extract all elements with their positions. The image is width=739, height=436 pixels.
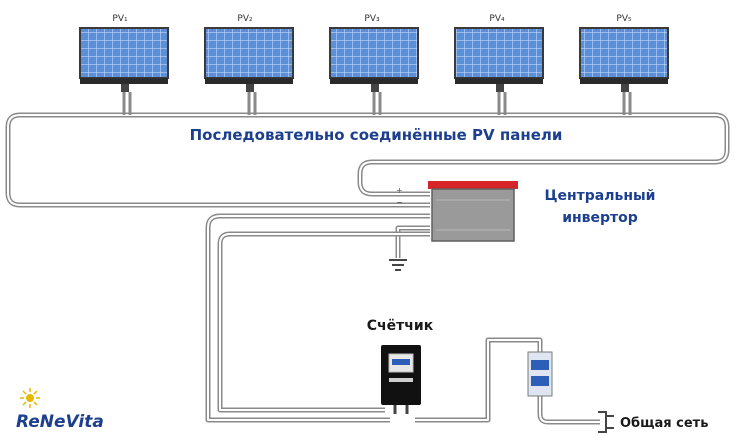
meter-label: Счётчик: [367, 318, 434, 334]
pv-panel-label: PV₃: [364, 14, 380, 24]
inverter-label-line2: инвертор: [562, 210, 638, 226]
pv-panel-label: PV₄: [489, 14, 505, 24]
terminal-plus-label: +: [396, 186, 403, 195]
ground-symbol-icon: [389, 225, 430, 271]
pv-panel-label: PV₁: [112, 14, 128, 24]
energy-meter: [381, 345, 421, 414]
terminal-minus-label: −: [396, 198, 403, 207]
pv-panel-5: PV₅: [579, 14, 669, 115]
pv-panel-label: PV₅: [616, 14, 632, 24]
pv-panel-4: PV₄: [454, 14, 544, 115]
pv-panel-3: PV₃: [329, 14, 419, 115]
grid-label: Общая сеть: [620, 416, 708, 431]
renevita-logo: ReNeVita: [16, 388, 104, 432]
pv-panel-label: PV₂: [237, 14, 253, 24]
series-string-wiring: [5, 112, 730, 208]
ac-output-wiring: [205, 213, 430, 423]
logo-text: ReNeVita: [16, 412, 104, 432]
circuit-breaker: [527, 351, 553, 397]
inverter-label-line1: Центральный: [545, 188, 656, 204]
grid-plug-icon: [598, 411, 614, 433]
series-caption: Последовательно соединённые PV панели: [190, 126, 563, 144]
grid-wiring: [415, 337, 600, 425]
pv-panel-2: PV₂: [204, 14, 294, 115]
sun-icon: [20, 388, 40, 408]
pv-panel-1: PV₁: [79, 14, 169, 115]
central-inverter: [428, 181, 518, 242]
